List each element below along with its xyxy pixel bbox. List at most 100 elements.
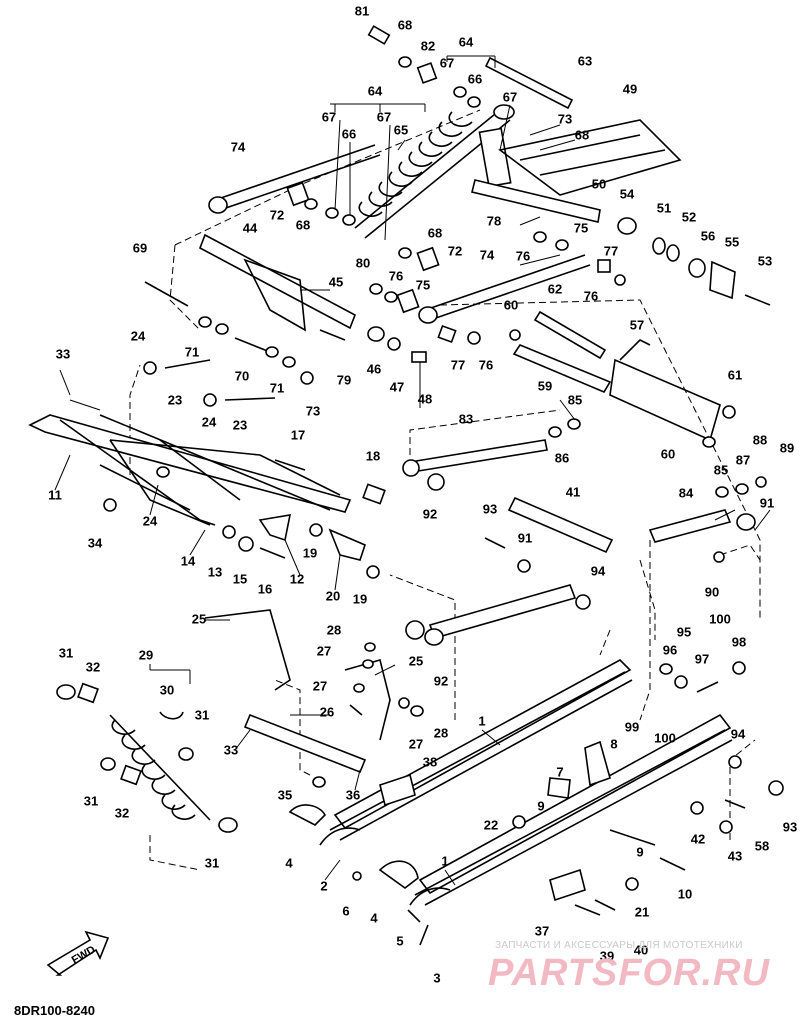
- part-callout-71: 71: [270, 380, 284, 395]
- part-callout-23: 23: [233, 417, 247, 432]
- part-callout-15: 15: [233, 571, 247, 586]
- part-callout-29: 29: [139, 647, 153, 662]
- part-callout-24: 24: [143, 513, 158, 528]
- rear-shock-absorber-upper: [354, 104, 515, 239]
- part-callout-70: 70: [235, 368, 249, 383]
- part-callout-78: 78: [487, 213, 501, 228]
- part-callout-35: 35: [278, 787, 292, 802]
- slide-rails: [319, 659, 733, 906]
- part-callout-27: 27: [317, 643, 331, 658]
- part-callout-20: 20: [326, 588, 340, 603]
- upper-rods: [409, 56, 732, 639]
- part-callout-63: 63: [578, 53, 592, 68]
- part-callout-14: 14: [181, 553, 196, 568]
- part-callout-92: 92: [423, 506, 437, 521]
- watermark-brand: PARTSFOR.RU: [488, 952, 770, 994]
- part-callout-56: 56: [701, 228, 715, 243]
- part-callout-21: 21: [635, 904, 649, 919]
- watermark-caption: ЗАПЧАСТИ И АКСЕССУАРЫ ДЛЯ МОТОТЕХНИКИ: [495, 940, 743, 951]
- part-callout-9: 9: [636, 844, 643, 859]
- part-callout-24: 24: [131, 328, 146, 343]
- part-callout-83: 83: [459, 411, 473, 426]
- part-callout-75: 75: [574, 220, 588, 235]
- part-callout-67: 67: [322, 109, 336, 124]
- part-callout-88: 88: [753, 432, 767, 447]
- part-callout-33: 33: [56, 346, 70, 361]
- part-callout-16: 16: [258, 581, 272, 596]
- part-callout-84: 84: [679, 485, 694, 500]
- part-callout-25: 25: [409, 653, 423, 668]
- part-callout-92: 92: [434, 673, 448, 688]
- part-callout-36: 36: [346, 787, 360, 802]
- part-callout-67: 67: [440, 55, 454, 70]
- part-callout-72: 72: [448, 243, 462, 258]
- part-callout-40: 40: [634, 942, 648, 957]
- part-callout-7: 7: [556, 764, 563, 779]
- part-callout-26: 26: [320, 704, 334, 719]
- part-callout-1: 1: [441, 853, 448, 868]
- pivot-bracket: [609, 339, 721, 442]
- part-callout-25: 25: [192, 611, 206, 626]
- part-callout-66: 66: [468, 71, 482, 86]
- part-callout-53: 53: [758, 253, 772, 268]
- part-callout-2: 2: [320, 878, 327, 893]
- part-callout-74: 74: [480, 247, 495, 262]
- part-callout-76: 76: [516, 248, 530, 263]
- part-callout-54: 54: [620, 186, 635, 201]
- front-shock-absorber: [56, 684, 238, 833]
- assembly-guide-lines: [129, 109, 761, 871]
- part-callout-31: 31: [84, 793, 98, 808]
- part-callout-28: 28: [327, 622, 341, 637]
- part-callout-11: 11: [48, 487, 62, 502]
- part-callout-65: 65: [394, 122, 408, 137]
- part-callout-93: 93: [783, 819, 797, 834]
- part-callout-72: 72: [270, 207, 284, 222]
- part-callout-76: 76: [584, 288, 598, 303]
- part-callout-76: 76: [479, 357, 493, 372]
- part-callout-73: 73: [558, 111, 572, 126]
- part-callout-52: 52: [682, 209, 696, 224]
- part-callout-69: 69: [133, 240, 147, 255]
- part-callout-33: 33: [224, 742, 238, 757]
- part-callout-55: 55: [725, 234, 739, 249]
- part-callout-76: 76: [389, 268, 403, 283]
- part-callout-1: 1: [478, 713, 485, 728]
- part-callout-41: 41: [566, 484, 580, 499]
- part-callout-91: 91: [518, 530, 532, 545]
- part-callout-37: 37: [535, 923, 549, 938]
- part-callout-81: 81: [355, 3, 369, 18]
- part-callout-94: 94: [591, 563, 606, 578]
- part-callout-98: 98: [732, 634, 746, 649]
- part-callout-31: 31: [195, 707, 209, 722]
- part-callout-18: 18: [366, 448, 380, 463]
- part-callout-68: 68: [398, 17, 412, 32]
- part-callout-22: 22: [484, 817, 498, 832]
- part-callout-12: 12: [290, 571, 304, 586]
- part-callout-32: 32: [86, 659, 100, 674]
- part-callout-44: 44: [243, 220, 258, 235]
- part-callout-71: 71: [185, 344, 199, 359]
- torque-link-arms: [208, 144, 591, 324]
- part-callout-91: 91: [760, 495, 774, 510]
- part-callout-77: 77: [604, 243, 618, 258]
- hardware-parts: [77, 25, 784, 946]
- part-callout-59: 59: [538, 378, 552, 393]
- part-callout-96: 96: [663, 642, 677, 657]
- part-callout-47: 47: [390, 379, 404, 394]
- part-callout-77: 77: [451, 357, 465, 372]
- part-callout-68: 68: [575, 127, 589, 142]
- part-callout-61: 61: [728, 367, 742, 382]
- rear-arm-assembly: [498, 119, 682, 196]
- part-callout-87: 87: [736, 452, 750, 467]
- part-callout-10: 10: [678, 886, 692, 901]
- part-callout-58: 58: [755, 838, 769, 853]
- part-callout-43: 43: [728, 848, 742, 863]
- part-callout-74: 74: [231, 139, 246, 154]
- part-callout-85: 85: [714, 462, 728, 477]
- part-callout-27: 27: [409, 736, 423, 751]
- part-callout-8: 8: [610, 736, 617, 751]
- part-callout-32: 32: [115, 805, 129, 820]
- part-callout-68: 68: [296, 217, 310, 232]
